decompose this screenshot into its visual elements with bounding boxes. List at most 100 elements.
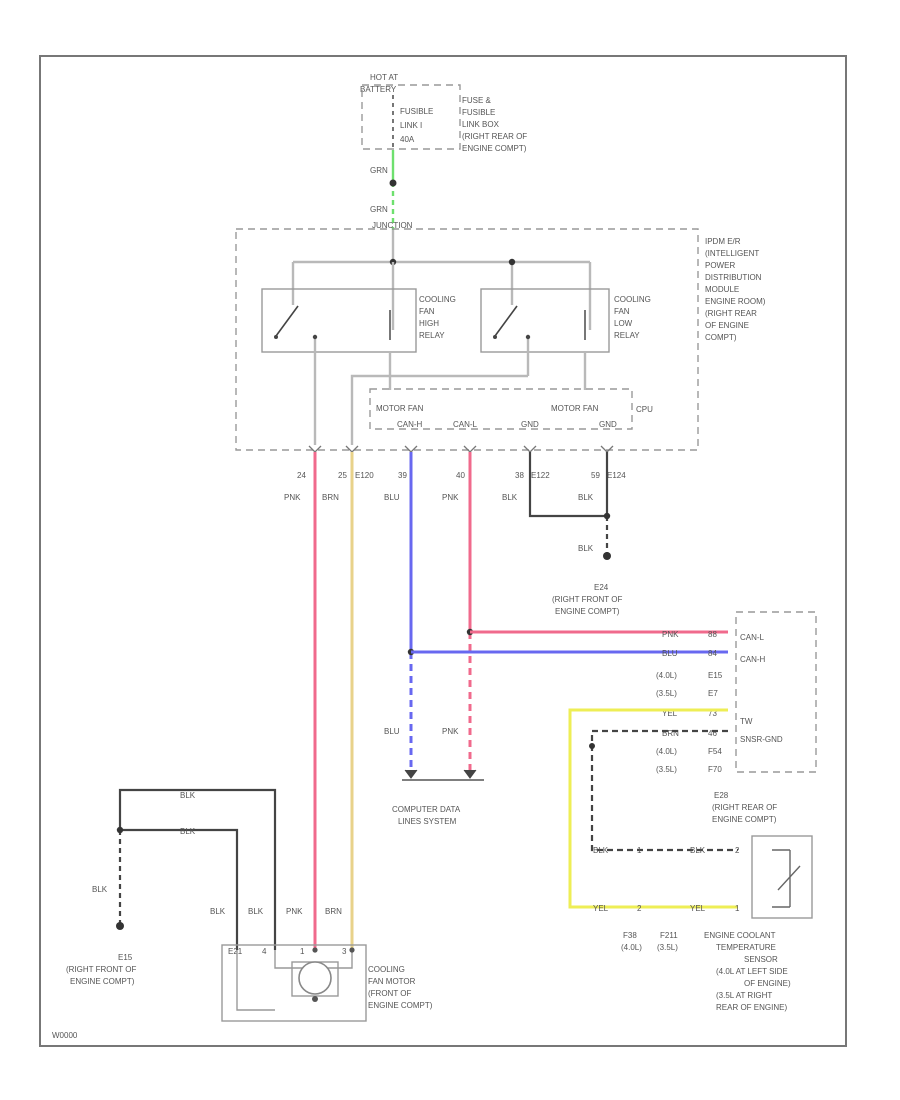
bus-junction-dot [508,258,516,266]
motor-ground-wire-1 [118,788,277,950]
ecm-row-wire: PNK [662,630,679,639]
wire-color-label: PNK [286,907,303,916]
amps-label: 40A [400,135,415,144]
junction-label: JUNCTION [372,221,413,230]
fuse-box-line: FUSIBLE [462,108,495,117]
ecm-row-variant: (3.5L) [656,689,677,698]
pin-label: 25 [338,471,347,480]
ecm-row-variant: (3.5L) [656,765,677,774]
connector-dot [389,179,397,187]
ground-point-e24 [603,552,611,560]
main-wires: BLK E24 (RIGHT FRONT OF ENGINE COMPT) BL… [313,452,728,950]
pin-connector-symbol [345,445,359,453]
ecm-row-variant: (4.0L) [656,747,677,756]
ecm-row-wire: YEL [662,709,678,718]
ecm-row-variant: (4.0L) [656,671,677,680]
ecm-pin-function: TW [740,717,753,726]
connector-pin-label: 2 [735,846,740,855]
diagram-code-label: W0000 [52,1031,78,1040]
ground-e15-label: (RIGHT FRONT OF [66,965,136,974]
pin-connector-symbol [523,445,537,453]
motor-label: (FRONT OF [368,989,412,998]
connector-pin-label: 2 [637,904,642,913]
sensor-label: (4.0L AT LEFT SIDE [716,967,788,976]
wire-color-label: BLK [578,493,594,502]
ground-wire-e24 [528,452,607,518]
ecm-pin-function: SNSR-GND [740,735,783,744]
sensor-label: OF ENGINE) [744,979,791,988]
fuse-box-line: LINK BOX [462,120,500,129]
pin-label: 40 [456,471,465,480]
fusible-label: FUSIBLE [400,107,433,116]
motor-pin-label: 4 [262,947,267,956]
ground-e24-label: (RIGHT FRONT OF [552,595,622,604]
relay-high-label: RELAY [419,331,445,340]
motor-terminal [312,947,318,953]
grn-wire-label: GRN [370,166,388,175]
motor-ground-wire-2 [120,828,239,950]
wire-color-label: BLK [180,791,196,800]
wire-color-label: BLK [180,827,196,836]
coolant-temp-sensor-outline [751,835,813,919]
motor-label: FAN MOTOR [368,977,416,986]
fuse-box-line: ENGINE COMPT) [462,144,527,153]
cooling-fan-motor-outline [221,944,367,1022]
ecm-row-connector: F54 [708,747,722,756]
wire-color-label: BRN [325,907,342,916]
relay-high-label: HIGH [419,319,439,328]
wire-color-label: BLU [384,493,400,502]
motor-terminal [349,947,355,953]
connector-label: F38 [623,931,637,940]
ground-e15-label: E15 [118,953,133,962]
relay-high-label: FAN [419,307,435,316]
fan-motor-icon [298,961,332,995]
pin-label: 38 [515,471,524,480]
relay-contact-point [274,335,278,339]
pin-connector-symbol [463,445,477,453]
ipdm-pin-row: 24 25 E120 39 40 38 E122 59 E124 PNK BRN… [284,445,626,502]
ground-e28-label: (RIGHT REAR OF [712,803,777,812]
ecm-row-pin: 84 [708,649,717,658]
splice-dot [603,512,611,520]
cooling-fan-motor-section: BLK BLK BLK E15 (RIGHT FRONT OF ENGINE C… [66,788,433,1022]
relay-switch-contact [275,305,299,337]
splice-dot [589,743,595,749]
pin-connector-symbol [308,445,322,453]
low-relay-to-pin25 [350,374,528,445]
wire-color-label: BLU [384,727,400,736]
wire-color-label: BLK [92,885,108,894]
sensor-label: ENGINE COOLANT [704,931,776,940]
relay-high-label: COOLING [419,295,456,304]
pin-label: 24 [297,471,306,480]
wire-color-label: BLK [210,907,226,916]
motor-fan-label: MOTOR FAN [376,404,424,413]
grn-wire-label: GRN [370,205,388,214]
ipdm-label: POWER [705,261,735,270]
connector-pin-label: 1 [637,846,642,855]
wire-color-label: BLK [593,846,609,855]
motor-pin-label: 1 [300,947,305,956]
computer-data-lines-label: COMPUTER DATA [392,805,461,814]
can-l-label: CAN-L [453,420,478,429]
pin-connector-symbol [404,445,418,453]
wire-color-label: YEL [593,904,609,913]
arrow-terminal [404,769,418,779]
motor-pin-label: 3 [342,947,347,956]
motor-label: COOLING [368,965,405,974]
ecm-row-pin: 46 [708,729,717,738]
ecm-row-wire: BLU [662,649,678,658]
ecm-outline [735,611,817,773]
ecm-pin-function: CAN-L [740,633,765,642]
ground-e28-label: E28 [714,791,729,800]
ipdm-label: DISTRIBUTION [705,273,762,282]
relay-low-label: RELAY [614,331,640,340]
gnd-label: GND [521,420,539,429]
ecm-row-wire: BRN [662,729,679,738]
computer-data-lines-label: LINES SYSTEM [398,817,457,826]
fuse-box-line: FUSE & [462,96,492,105]
battery-label: BATTERY [360,85,397,94]
ecm-row-connector: E7 [708,689,718,698]
pin-connector-symbol [600,445,614,453]
arrow-terminal [463,769,477,779]
